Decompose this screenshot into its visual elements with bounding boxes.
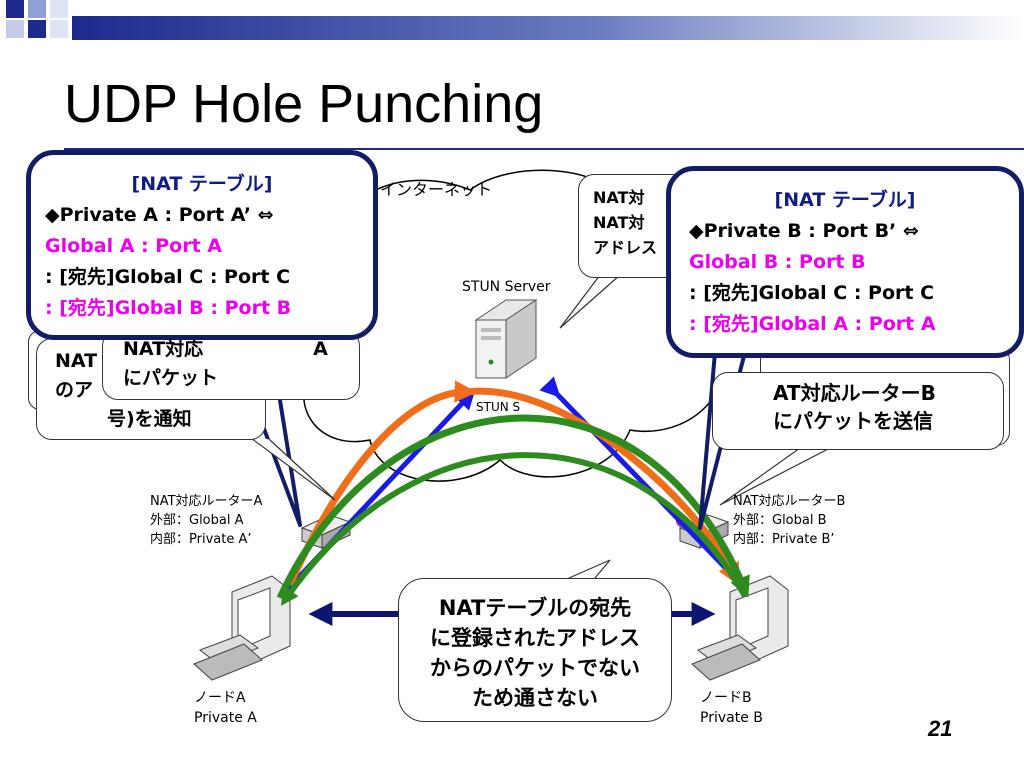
callout-right-front: AT対応ルーターB にパケットを送信 — [712, 372, 1004, 450]
nat-table-a-title: [NAT テーブル] — [131, 173, 273, 195]
nat-table-a: [NAT テーブル] ◆Private A : Port A’ ⇔ Global… — [26, 150, 378, 340]
internet-label: インターネット — [380, 180, 493, 199]
green-arc-a-to-b — [276, 414, 750, 600]
slide-title: UDP Hole Punching — [64, 74, 544, 134]
node-b-computer-icon — [691, 575, 789, 681]
stun-server-label: STUN Server — [462, 279, 551, 295]
nat-table-a-line2: Global A : Port A — [45, 235, 222, 257]
bubble-top-tail — [559, 274, 621, 329]
nat-table-b-line4: : [宛先]Global A : Port A — [689, 313, 936, 335]
nat-table-a-line1: ◆Private A : Port A’ ⇔ — [45, 204, 274, 226]
nat-table-b-line3: : [宛先]Global C : Port C — [689, 282, 935, 304]
nat-table-a-line3: : [宛先]Global C : Port C — [45, 266, 291, 288]
nat-table-b: [NAT テーブル] ◆Private B : Port B’ ⇔ Global… — [666, 166, 1024, 358]
nat-table-b-title: [NAT テーブル] — [774, 189, 916, 211]
node-b-label: ノードB Private B — [700, 690, 763, 726]
corner-decoration — [6, 0, 68, 38]
node-a-computer-icon — [193, 575, 291, 681]
callout-center: NATテーブルの宛先 に登録されたアドレス からのパケットでない ため通さない — [398, 578, 672, 722]
nat-table-a-line4: : [宛先]Global B : Port B — [45, 297, 292, 319]
title-underline — [64, 148, 1024, 150]
bubble-left-tail — [239, 429, 336, 501]
green-arc-b-to-a — [280, 452, 748, 606]
bubble-right-tail — [719, 447, 831, 506]
orange-arc-right — [464, 387, 740, 586]
router-b-label: NAT対応ルーターB 外部：Global B 内部：Private B’ — [733, 494, 846, 547]
slide-number: 21 — [928, 716, 953, 741]
nat-table-b-line2: Global B : Port B — [689, 251, 866, 273]
stun-server-partial-label: STUN S — [476, 400, 521, 414]
nat-table-b-line1: ◆Private B : Port B’ ⇔ — [689, 220, 919, 242]
node-a-label: ノードA Private A — [194, 690, 257, 726]
router-a-label: NAT対応ルーターA 外部：Global A 内部：Private A’ — [150, 494, 263, 547]
stun-server-icon — [474, 299, 538, 379]
title-bar — [72, 16, 1024, 40]
